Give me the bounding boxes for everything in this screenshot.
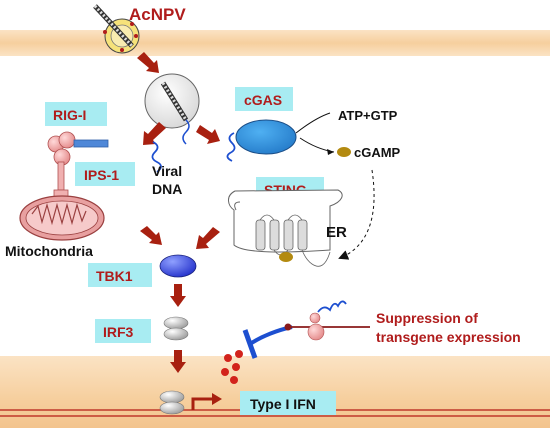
viral-dna-label-1: Viral <box>152 163 182 179</box>
cgas-reaction-curve-icon <box>295 112 335 153</box>
suppression-label-2: transgene expression <box>376 329 521 345</box>
tbk1-protein-icon <box>159 254 197 278</box>
cgamp-diffusion-arrow-icon <box>338 169 375 260</box>
rig-i-label-box <box>45 102 107 126</box>
acnpv-label: AcNPV <box>129 5 186 24</box>
arrow-to-cytosol-icon <box>143 122 166 145</box>
cgamp-arrowhead-icon <box>327 149 334 155</box>
viral-dna-bound-icon <box>226 132 236 162</box>
arrow-irf3-to-nucleus-icon <box>170 350 186 373</box>
irf3-dimer-icon <box>163 316 189 341</box>
irf3-label: IRF3 <box>103 324 134 340</box>
ips-1-anchor-icon <box>53 161 69 201</box>
type-i-ifn-label: Type I IFN <box>250 396 316 412</box>
arrow-to-cgas-icon <box>196 125 220 144</box>
atp-gtp-label: ATP+GTP <box>338 108 398 123</box>
rig-i-protein-icon <box>47 131 109 166</box>
tbk1-label: TBK1 <box>96 268 133 284</box>
rig-i-label: RIG-I <box>53 107 86 123</box>
transcription-start-arrow-icon <box>191 393 222 410</box>
irf3-label-box <box>95 319 151 343</box>
arrow-tbk1-to-irf3-icon <box>170 284 186 307</box>
er-label: ER <box>326 224 347 241</box>
inhibition-bar-icon <box>242 325 293 359</box>
cgas-label: cGAS <box>244 92 282 108</box>
acnpv-virus-icon <box>93 4 140 54</box>
ips-1-label: IPS-1 <box>84 167 119 183</box>
arrow-mito-to-tbk1-icon <box>140 226 162 245</box>
cgamp-bound-sting-icon <box>279 252 293 262</box>
mitochondria-label: Mitochondria <box>5 243 93 259</box>
type-i-ifn-label-box <box>240 391 336 415</box>
arrow-sting-to-tbk1-icon <box>196 227 220 249</box>
cgamp-label: cGAMP <box>354 145 401 160</box>
cgas-protein-icon <box>235 119 297 155</box>
plasma-membrane-band <box>0 30 550 56</box>
irf3-promoter-bound-icon <box>159 390 185 415</box>
tbk1-label-box <box>88 263 152 287</box>
viral-dna-strand-icon <box>151 141 162 173</box>
sting-transmembrane-icon <box>255 214 331 267</box>
arrow-entry-icon <box>137 52 159 73</box>
transgene-mrna-icon <box>284 300 370 341</box>
ips-1-label-box <box>75 162 135 186</box>
viral-dna-label-2: DNA <box>152 181 182 197</box>
suppression-label-1: Suppression of <box>376 310 478 326</box>
cgamp-molecule-icon <box>337 147 351 157</box>
endosome-vesicle-icon <box>144 73 200 145</box>
ifn-protein-dots-icon <box>221 350 243 384</box>
cgas-label-box <box>235 87 293 111</box>
mitochondria-icon <box>19 195 105 241</box>
